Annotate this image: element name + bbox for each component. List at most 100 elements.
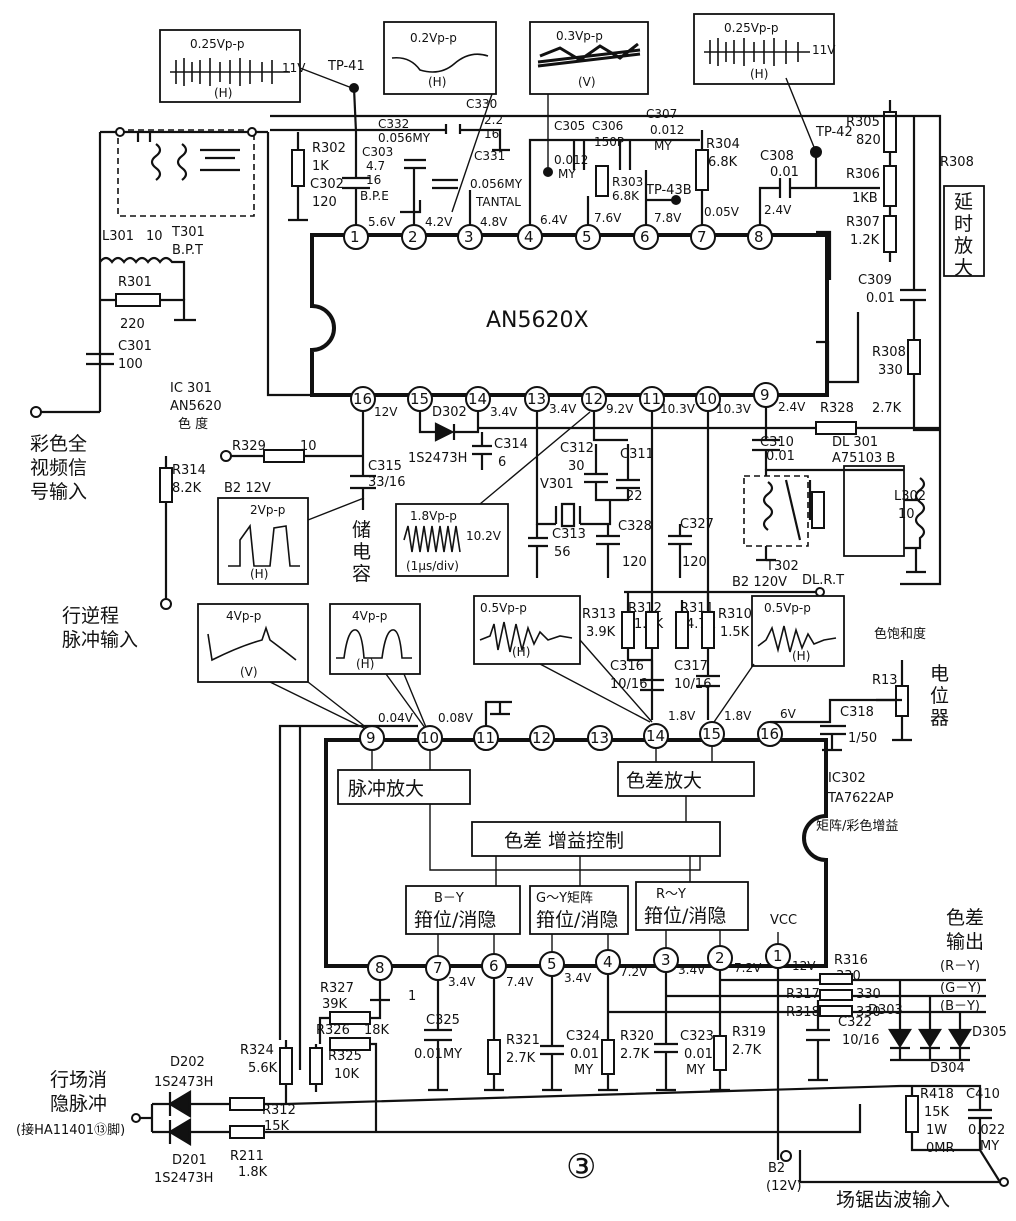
r302-c302: R302 1K C302 120 TP-41 xyxy=(288,59,370,225)
svg-text:18K: 18K xyxy=(364,1023,390,1038)
svg-text:0.01: 0.01 xyxy=(684,1047,713,1062)
figure-number: ③ xyxy=(566,1147,596,1187)
svg-text:(12V): (12V) xyxy=(766,1179,802,1194)
delay-amp-label: 延 时 放 大 xyxy=(943,185,985,279)
svg-text:12: 12 xyxy=(532,729,551,747)
voltage-label: 3.4V xyxy=(448,975,476,989)
svg-text:0.01: 0.01 xyxy=(770,165,799,180)
svg-text:5: 5 xyxy=(582,228,592,246)
svg-text:1.8K: 1.8K xyxy=(238,1165,268,1180)
svg-text:6.8K: 6.8K xyxy=(612,189,640,203)
ic302-pin-10: 10 xyxy=(417,725,443,751)
svg-text:放: 放 xyxy=(954,235,973,257)
svg-text:7: 7 xyxy=(697,228,707,246)
tp43b-label: TP-43B xyxy=(645,183,692,198)
svg-text:B.P.E: B.P.E xyxy=(360,189,389,203)
svg-text:15K: 15K xyxy=(924,1105,950,1120)
svg-text:6.8K: 6.8K xyxy=(708,155,738,170)
svg-text:(H): (H) xyxy=(512,645,530,659)
svg-text:行场消: 行场消 xyxy=(50,1069,107,1091)
voltage-label: 6.4V xyxy=(540,213,568,227)
ic301-name: AN5620X xyxy=(486,308,589,333)
svg-text:C327: C327 xyxy=(680,517,714,532)
ic301-pin-4: 4 xyxy=(517,224,543,250)
svg-text:R313: R313 xyxy=(582,607,616,622)
svg-text:30: 30 xyxy=(568,459,585,474)
svg-text:R314: R314 xyxy=(172,463,206,478)
svg-text:11: 11 xyxy=(476,729,495,747)
svg-text:1.5K: 1.5K xyxy=(720,625,750,640)
svg-text:C328: C328 xyxy=(618,519,652,534)
svg-text:C410: C410 xyxy=(966,1087,1000,1102)
svg-text:C310: C310 xyxy=(760,435,794,450)
svg-text:R306: R306 xyxy=(846,167,880,182)
svg-text:器: 器 xyxy=(930,707,949,729)
waveform-box-10: 0.5Vp-p (H) xyxy=(751,595,845,667)
svg-text:(G－Y): (G－Y) xyxy=(940,981,981,996)
ic301-bottom-voltages: 12V 3.4V 3.4V 9.2V 10.3V 10.3V 2.4V xyxy=(374,400,806,419)
svg-text:MY: MY xyxy=(558,167,576,181)
svg-text:3: 3 xyxy=(661,951,671,969)
svg-text:1KB: 1KB xyxy=(852,191,878,206)
voltage-label: 3.4V xyxy=(490,405,518,419)
ic302: IC302 TA7622AP 矩阵/彩色增益 xyxy=(324,738,898,968)
svg-text:C307: C307 xyxy=(646,107,677,121)
svg-text:R303: R303 xyxy=(612,175,643,189)
svg-text:箝位/消隐: 箝位/消隐 xyxy=(536,909,618,931)
ic302-pin-13: 13 xyxy=(587,725,613,751)
svg-text:(H): (H) xyxy=(214,86,232,100)
svg-text:0.5Vp-p: 0.5Vp-p xyxy=(764,601,811,615)
svg-text:0.01: 0.01 xyxy=(866,291,895,306)
middle-network: D302 1S2473H C314 6 R329 10 C315 33/16 R… xyxy=(159,401,940,720)
ic301-pin-7: 7 xyxy=(690,224,716,250)
svg-text:C313: C313 xyxy=(552,527,586,542)
svg-text:(V): (V) xyxy=(578,75,596,89)
svg-text:9: 9 xyxy=(760,386,770,404)
svg-text:③: ③ xyxy=(566,1147,596,1187)
waveform-box-1: 0.25Vp-p 11V (H) xyxy=(159,29,306,103)
svg-text:6: 6 xyxy=(498,455,506,470)
svg-text:0.01: 0.01 xyxy=(766,449,795,464)
svg-text:56: 56 xyxy=(554,545,571,560)
svg-text:B2 12V: B2 12V xyxy=(224,481,271,496)
svg-text:DL.R.T: DL.R.T xyxy=(802,573,844,588)
svg-text:9: 9 xyxy=(366,729,376,747)
voltage-label: 9.2V xyxy=(606,402,634,416)
svg-text:13: 13 xyxy=(527,390,546,408)
svg-text:储: 储 xyxy=(352,519,371,541)
svg-text:R301: R301 xyxy=(118,275,152,290)
svg-text:C308: C308 xyxy=(760,149,794,164)
ic301-pin-2: 2 xyxy=(401,224,427,250)
svg-text:120: 120 xyxy=(622,555,647,570)
voltage-label: 7.2V xyxy=(734,961,762,975)
svg-text:0.056MY: 0.056MY xyxy=(378,131,431,145)
svg-text:VCC: VCC xyxy=(770,913,797,928)
voltage-label: 12V xyxy=(374,405,398,419)
waveform-box-3: 0.3Vp-p (V) xyxy=(529,21,649,95)
ic301-pin-13: 13 xyxy=(524,386,550,412)
svg-text:R312: R312 xyxy=(262,1103,296,1118)
svg-text:1: 1 xyxy=(408,989,416,1004)
svg-text:L302: L302 xyxy=(894,489,926,504)
svg-text:0.022: 0.022 xyxy=(968,1123,1005,1138)
svg-text:33/16: 33/16 xyxy=(368,475,405,490)
svg-text:延: 延 xyxy=(954,191,973,213)
svg-text:0.01: 0.01 xyxy=(570,1047,599,1062)
svg-text:3.9K: 3.9K xyxy=(586,625,616,640)
ic302-top-voltages: 0.04V 0.08V 1.8V 1.8V 6V xyxy=(378,707,797,725)
svg-text:(H): (H) xyxy=(356,657,374,671)
svg-text:0.5Vp-p: 0.5Vp-p xyxy=(480,601,527,615)
svg-text:D302: D302 xyxy=(432,405,467,420)
ic302-pin-12: 12 xyxy=(529,725,555,751)
svg-text:R302: R302 xyxy=(312,141,346,156)
svg-text:B.P.T: B.P.T xyxy=(172,243,203,258)
svg-text:C303: C303 xyxy=(362,145,393,159)
svg-text:1S2473H: 1S2473H xyxy=(154,1075,213,1090)
svg-text:TA7622AP: TA7622AP xyxy=(827,791,894,806)
svg-text:TANTAL: TANTAL xyxy=(475,195,521,209)
svg-text:AN5620: AN5620 xyxy=(170,399,222,414)
svg-text:B2 120V: B2 120V xyxy=(732,575,787,590)
svg-text:C301: C301 xyxy=(118,339,152,354)
svg-text:脉冲放大: 脉冲放大 xyxy=(348,778,424,800)
tp41-label: TP-41 xyxy=(327,59,365,74)
